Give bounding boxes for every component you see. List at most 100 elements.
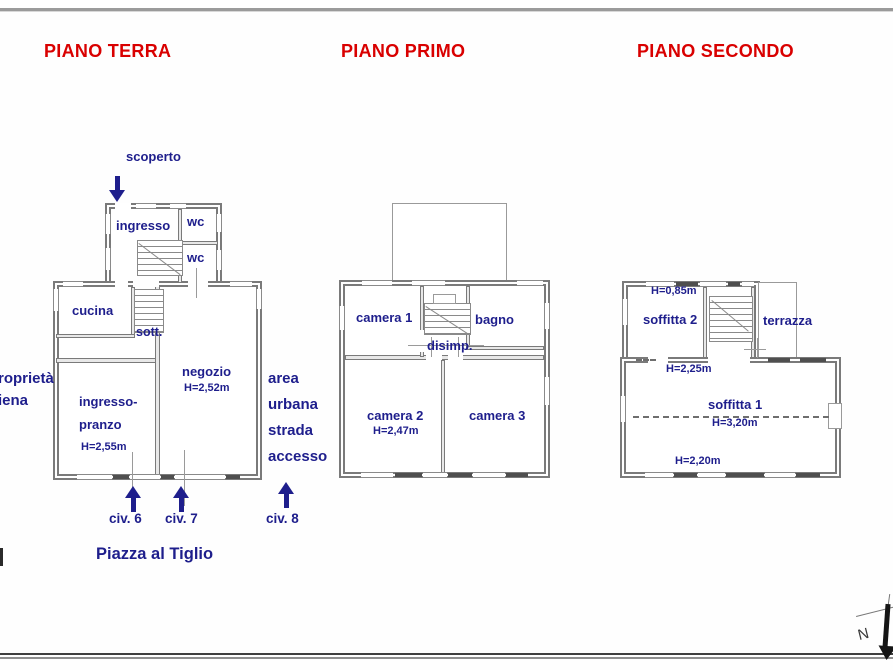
door-opening: [115, 281, 128, 287]
arrow-shaft: [130, 498, 136, 512]
room-label-camera-1: camera 1: [356, 310, 413, 325]
room-label-wc-bottom: wc: [187, 250, 205, 265]
room-label-bagno: bagno: [475, 312, 514, 327]
window: [645, 472, 673, 478]
door-axis-line: [757, 338, 758, 358]
window: [700, 281, 726, 287]
window-sill: [226, 475, 240, 479]
civ6-arrow-up: [125, 486, 141, 512]
compass-arrow-head: [877, 645, 893, 661]
label-civ-7: civ. 7: [165, 511, 198, 526]
door-opening: [420, 330, 424, 352]
window: [517, 280, 543, 286]
door-opening: [133, 281, 159, 287]
door-axis-line: [408, 345, 484, 346]
window: [136, 203, 156, 209]
title-piano-primo: PIANO PRIMO: [341, 41, 466, 61]
label-civ-6: civ. 6: [109, 511, 142, 526]
window-sill: [800, 358, 826, 362]
wall: [466, 346, 544, 350]
scoperto-arrow-down: [109, 176, 125, 202]
door-opening: [426, 355, 442, 360]
arrow-head: [125, 486, 141, 498]
low-wall-dashed: [636, 359, 656, 361]
wall: [703, 287, 707, 358]
door-axis-line: [132, 452, 133, 508]
window: [105, 214, 111, 234]
height-label-320: H=3,20m: [712, 417, 758, 429]
room-label-soffitta-2: soffitta 2: [643, 312, 698, 327]
height-label-085: H=0,85m: [651, 285, 697, 297]
window: [170, 203, 186, 209]
soffitta-height-dashed-line: [633, 416, 829, 418]
window: [53, 289, 59, 311]
window: [544, 303, 550, 329]
arrow-head: [278, 482, 294, 494]
door-opening: [708, 357, 750, 363]
room-label-disimp: disimp.: [427, 338, 473, 353]
window: [230, 281, 252, 287]
terrazza-outline: [758, 282, 797, 358]
window: [473, 472, 505, 478]
door-opening: [188, 281, 208, 287]
window: [105, 248, 111, 270]
window: [622, 299, 628, 325]
window-sill: [728, 282, 740, 286]
window: [63, 281, 83, 287]
door-axis-line: [184, 450, 185, 506]
compass-arrow-shaft: [882, 603, 891, 649]
door-opening: [115, 203, 131, 209]
label-urbana: urbana: [268, 396, 319, 413]
wall-niche: [828, 403, 842, 429]
stairs: [134, 289, 164, 333]
wall: [56, 358, 157, 363]
compass-north-label: N: [856, 624, 871, 645]
window: [77, 474, 112, 480]
room-label-soffitta-1: soffitta 1: [708, 397, 763, 412]
door-axis-line: [744, 349, 766, 350]
window-sill: [674, 473, 697, 477]
window: [130, 474, 160, 480]
height-label-220: H=2,20m: [675, 455, 721, 467]
room-label-cucina: cucina: [72, 303, 114, 318]
window: [423, 472, 447, 478]
room-label-terrazza: terrazza: [763, 313, 813, 328]
stair-landing: [433, 294, 456, 304]
page-bottom-border: [0, 653, 893, 659]
window: [544, 377, 550, 405]
door-axis-line: [431, 337, 432, 357]
arrow-shaft: [283, 494, 289, 508]
title-piano-terra: PIANO TERRA: [44, 41, 172, 61]
door-opening: [648, 357, 668, 363]
window: [742, 281, 754, 287]
room-label-camera-2: camera 2: [367, 408, 424, 423]
window: [412, 280, 445, 286]
door-axis-line: [196, 268, 197, 298]
wall: [420, 286, 424, 357]
window: [620, 396, 626, 422]
window: [698, 472, 725, 478]
window: [216, 250, 222, 270]
height-label-225: H=2,25m: [666, 363, 712, 375]
scan-edge-artifact: [0, 548, 3, 566]
window: [646, 281, 674, 287]
window-sill: [506, 473, 528, 477]
label-area: area: [268, 370, 299, 387]
roof-terrace-outline: [392, 203, 507, 283]
label-proprieta-clipped: roprietà: [0, 370, 54, 387]
room-label-ingresso-pranzo-1: ingresso-: [79, 394, 138, 409]
wall: [182, 241, 218, 245]
window-sill: [676, 282, 698, 286]
room-label-camera-3: camera 3: [469, 408, 526, 423]
window: [362, 280, 392, 286]
height-label-pranzo: H=2,55m: [81, 441, 127, 453]
room-label-negozio: negozio: [182, 364, 232, 379]
page-top-border: [0, 8, 893, 12]
room-label-wc-top: wc: [187, 214, 205, 229]
label-proprieta-clipped-2: iena: [0, 392, 29, 409]
window-sill: [796, 473, 820, 477]
door-opening: [448, 355, 463, 360]
wall: [345, 355, 544, 360]
label-accesso: accesso: [268, 448, 328, 465]
arrow-head: [173, 486, 189, 498]
